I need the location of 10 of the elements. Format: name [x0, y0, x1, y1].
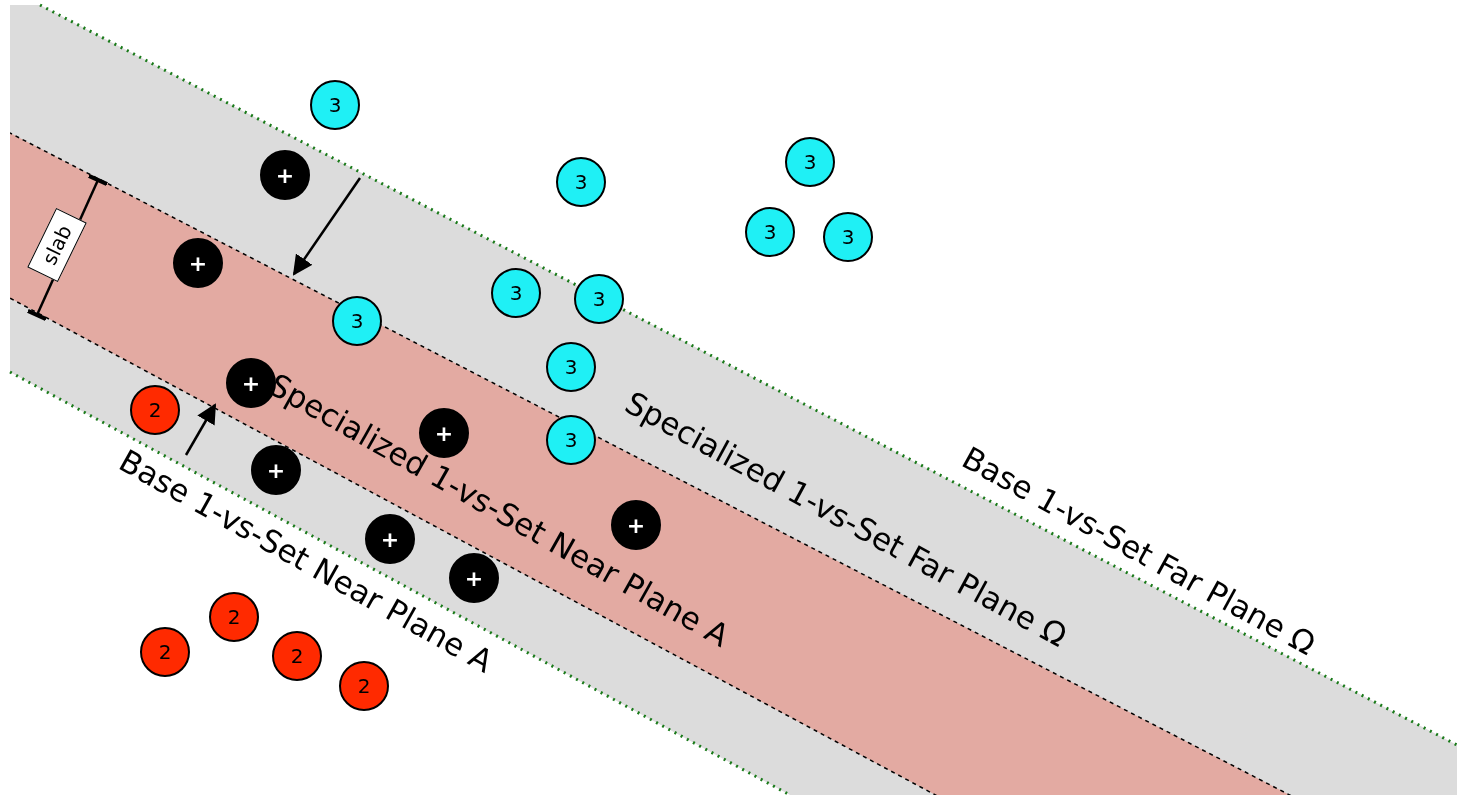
number-circle: 3 — [574, 274, 624, 324]
number-circle: 3 — [785, 137, 835, 187]
number-circle: 2 — [209, 592, 259, 642]
number-circle: 3 — [310, 80, 360, 130]
number-circle: 2 — [339, 661, 389, 711]
number-circle: 2 — [272, 631, 322, 681]
number-circle: 3 — [556, 157, 606, 207]
number-circle: 2 — [140, 627, 190, 677]
number-circle: 3 — [745, 207, 795, 257]
number-circle: 3 — [823, 212, 873, 262]
